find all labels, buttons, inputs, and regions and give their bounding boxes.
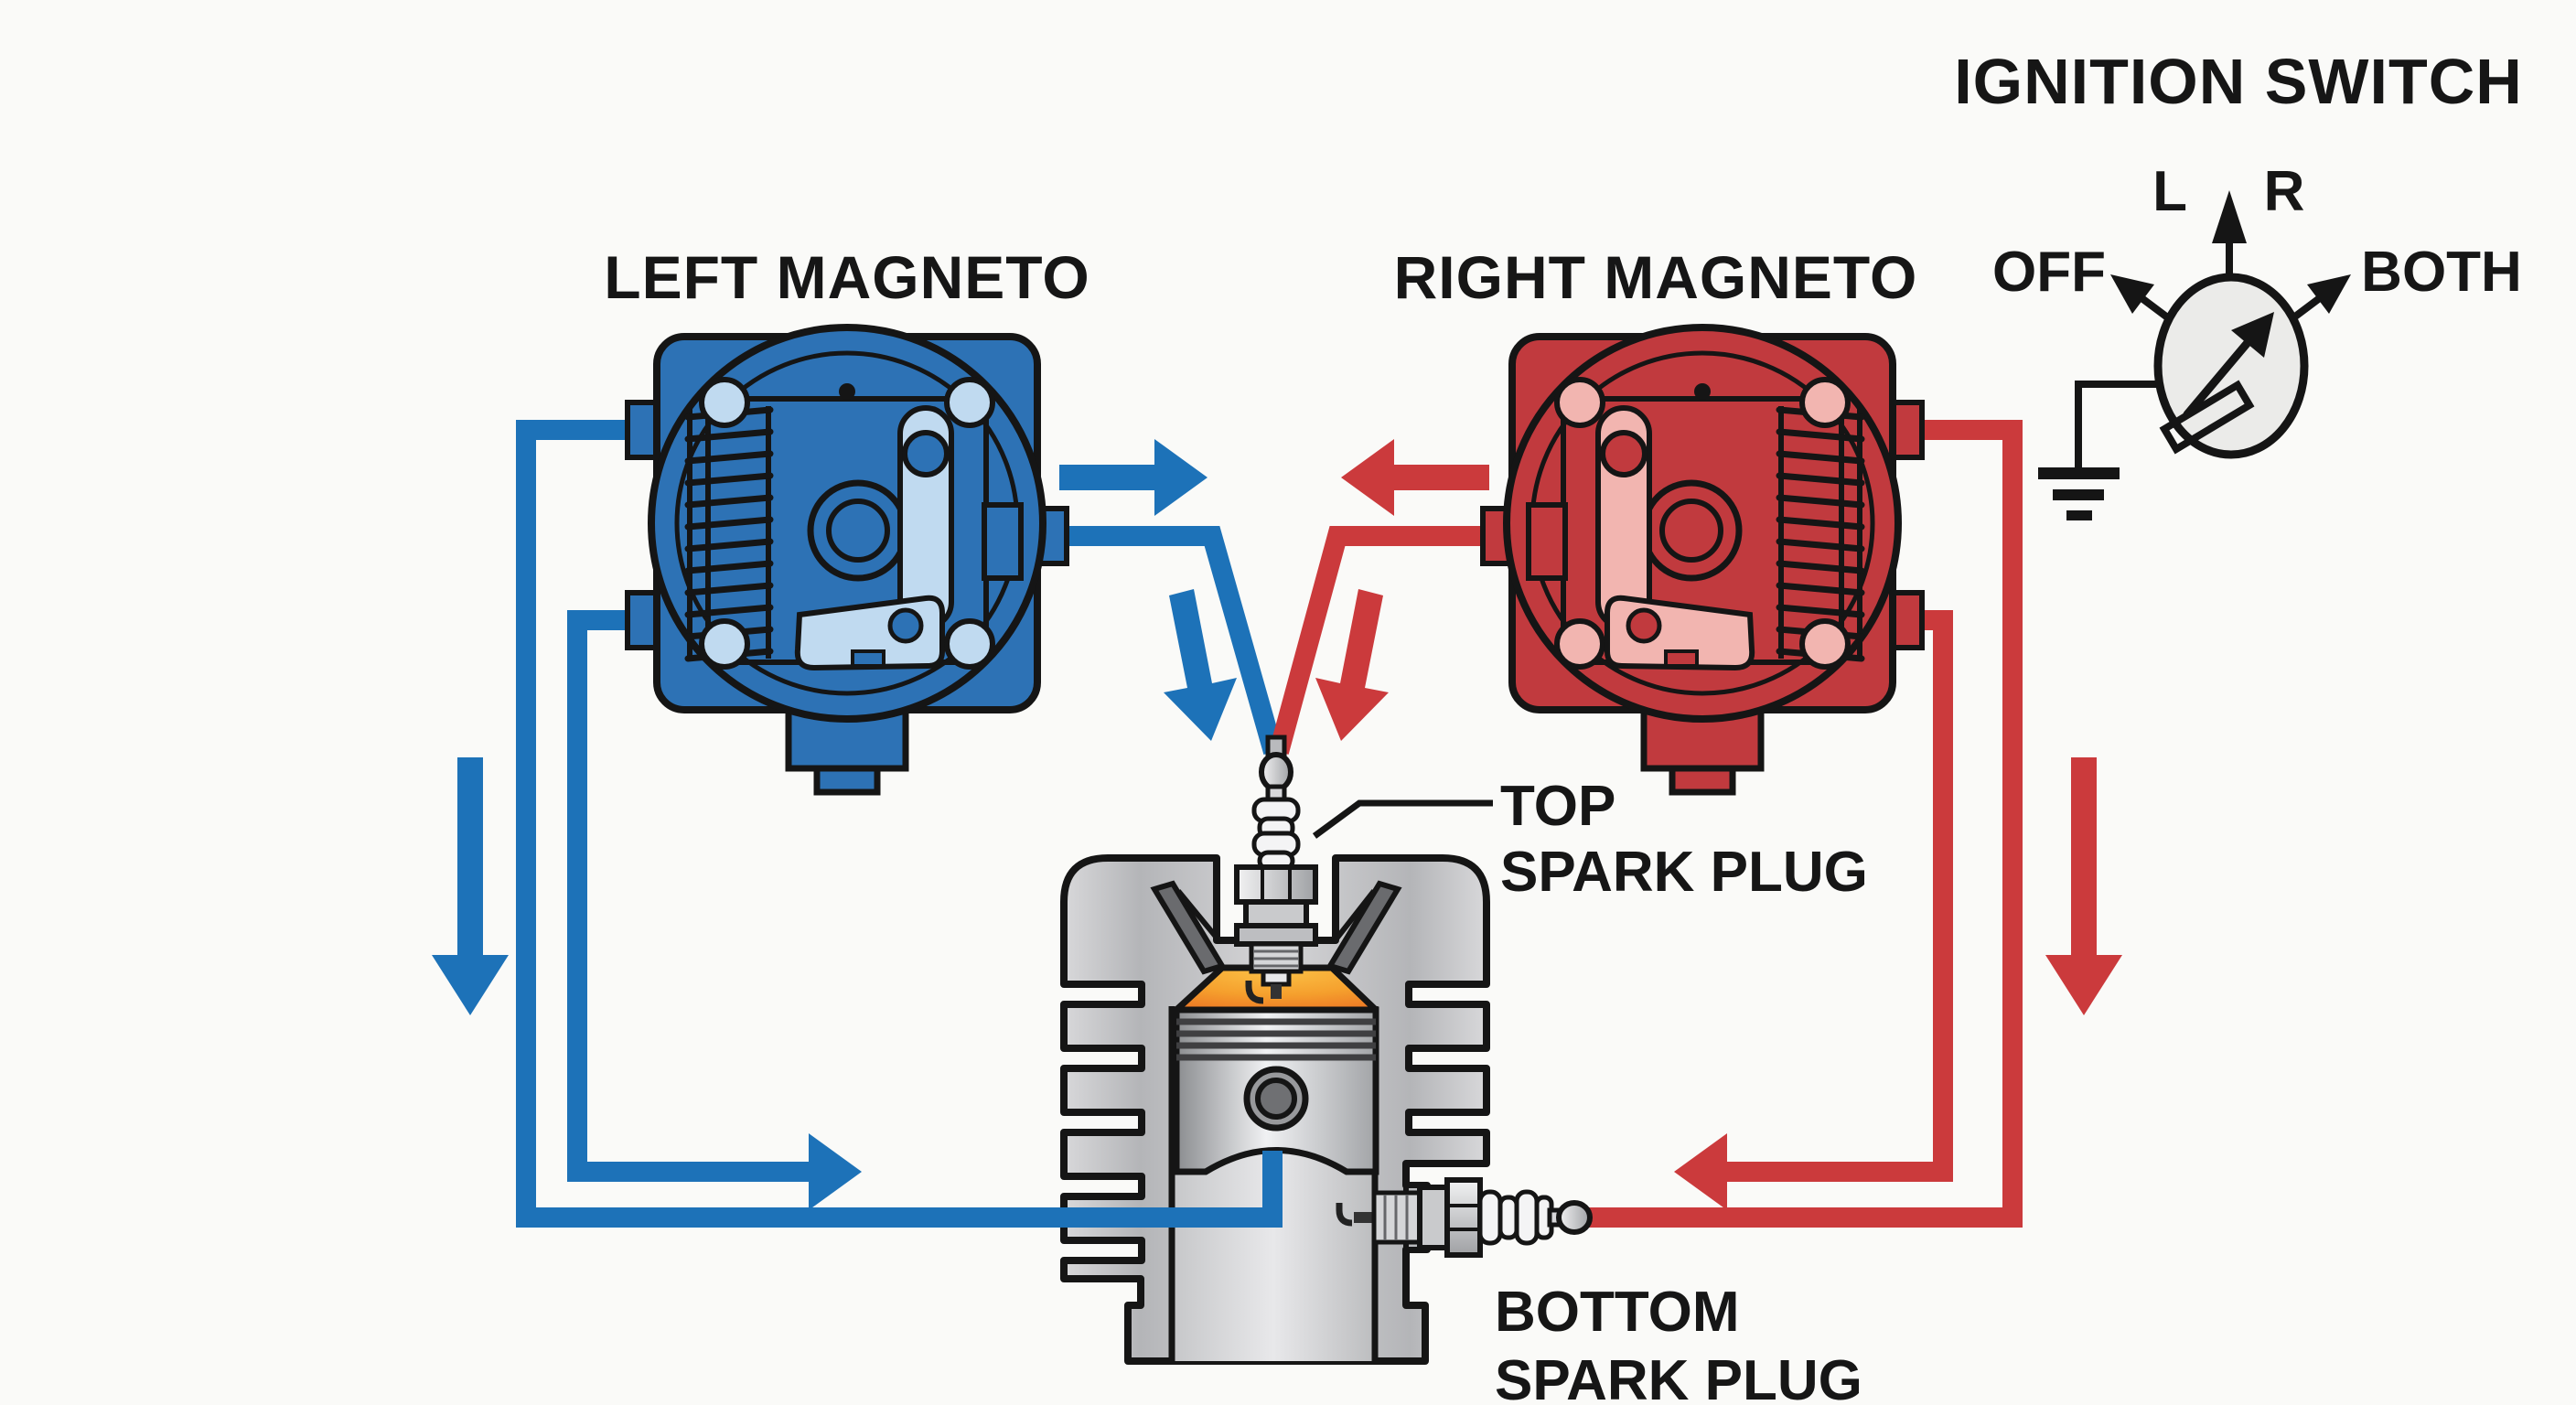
wrist-pin-center [1255,1078,1297,1120]
switch-both-arrow-icon [2307,274,2351,314]
switch-position-r: R [2264,160,2305,223]
top-plug-label-line1: TOP [1500,775,1615,838]
blue-down-arrow-shaft [457,757,483,955]
red-flow-arrow-left-icon [1674,1133,1727,1210]
blue-lead-outer [516,420,1283,1228]
blue-flow-arrow-down-icon [432,955,509,1015]
right-magneto-wiring [1269,420,2122,1228]
red-lead-inner [1727,610,1953,1182]
bottom-plug-label-line2: SPARK PLUG [1495,1349,1862,1405]
red-flow-arrow-down-icon [2045,955,2122,1015]
top-plug-label-line2: SPARK PLUG [1500,841,1868,904]
top-plug-terminal [1259,752,1293,792]
ignition-switch-label: IGNITION SWITCH [1954,46,2523,117]
blue-flow-arrow-right-icon [809,1133,862,1210]
switch-off-arrow-icon [2110,274,2154,314]
blue-lead-to-top-plug [1061,526,1283,756]
red-lead-outer [1588,420,2023,1228]
red-lead-to-top-plug [1269,526,1493,755]
red-flow-arrow-west-icon [1341,439,1394,516]
switch-position-both: BOTH [2361,241,2522,304]
top-plug-electrode [1271,984,1282,999]
bottom-plug-label-line1: BOTTOM [1495,1281,1740,1344]
blue-flow-arrow-diag-icon [1164,589,1237,741]
piston-rings [1176,1018,1376,1061]
blue-lead-inner [567,610,809,1182]
bottom-plug-terminal [1556,1200,1593,1235]
ground-wire [2075,381,2159,467]
red-down-arrow-shaft [2071,757,2097,955]
bottom-spark-plug [1336,1177,1593,1258]
red-flow-arrow-diag-icon [1315,589,1389,741]
top-spark-plug [1234,735,1318,1004]
switch-pointer-icon [2231,312,2274,358]
right-magneto-illustration [1480,324,1925,796]
ground-symbol-icon [2038,467,2120,520]
diagram-labels: LEFT MAGNETO RIGHT MAGNETO IGNITION SWIT… [604,46,2523,1405]
switch-up-arrow-icon [2212,190,2247,243]
bottom-plug-hex [1444,1177,1483,1258]
blue-arrow-shaft [1059,465,1154,490]
left-magneto-label: LEFT MAGNETO [604,243,1089,311]
bottom-plug-electrode [1354,1212,1376,1223]
top-plug-leader-line [1312,799,1493,839]
top-plug-hex [1234,864,1318,905]
switch-lever[interactable] [2159,380,2255,455]
blue-flow-arrow-east-icon [1154,439,1208,516]
ignition-switch [2038,190,2351,520]
left-magneto-wiring [432,420,1283,1228]
right-magneto-label: RIGHT MAGNETO [1394,243,1918,311]
red-arrow-shaft [1394,465,1489,490]
switch-position-off: OFF [1992,241,2106,304]
switch-position-l: L [2152,160,2187,223]
left-magneto-illustration [625,324,1069,796]
